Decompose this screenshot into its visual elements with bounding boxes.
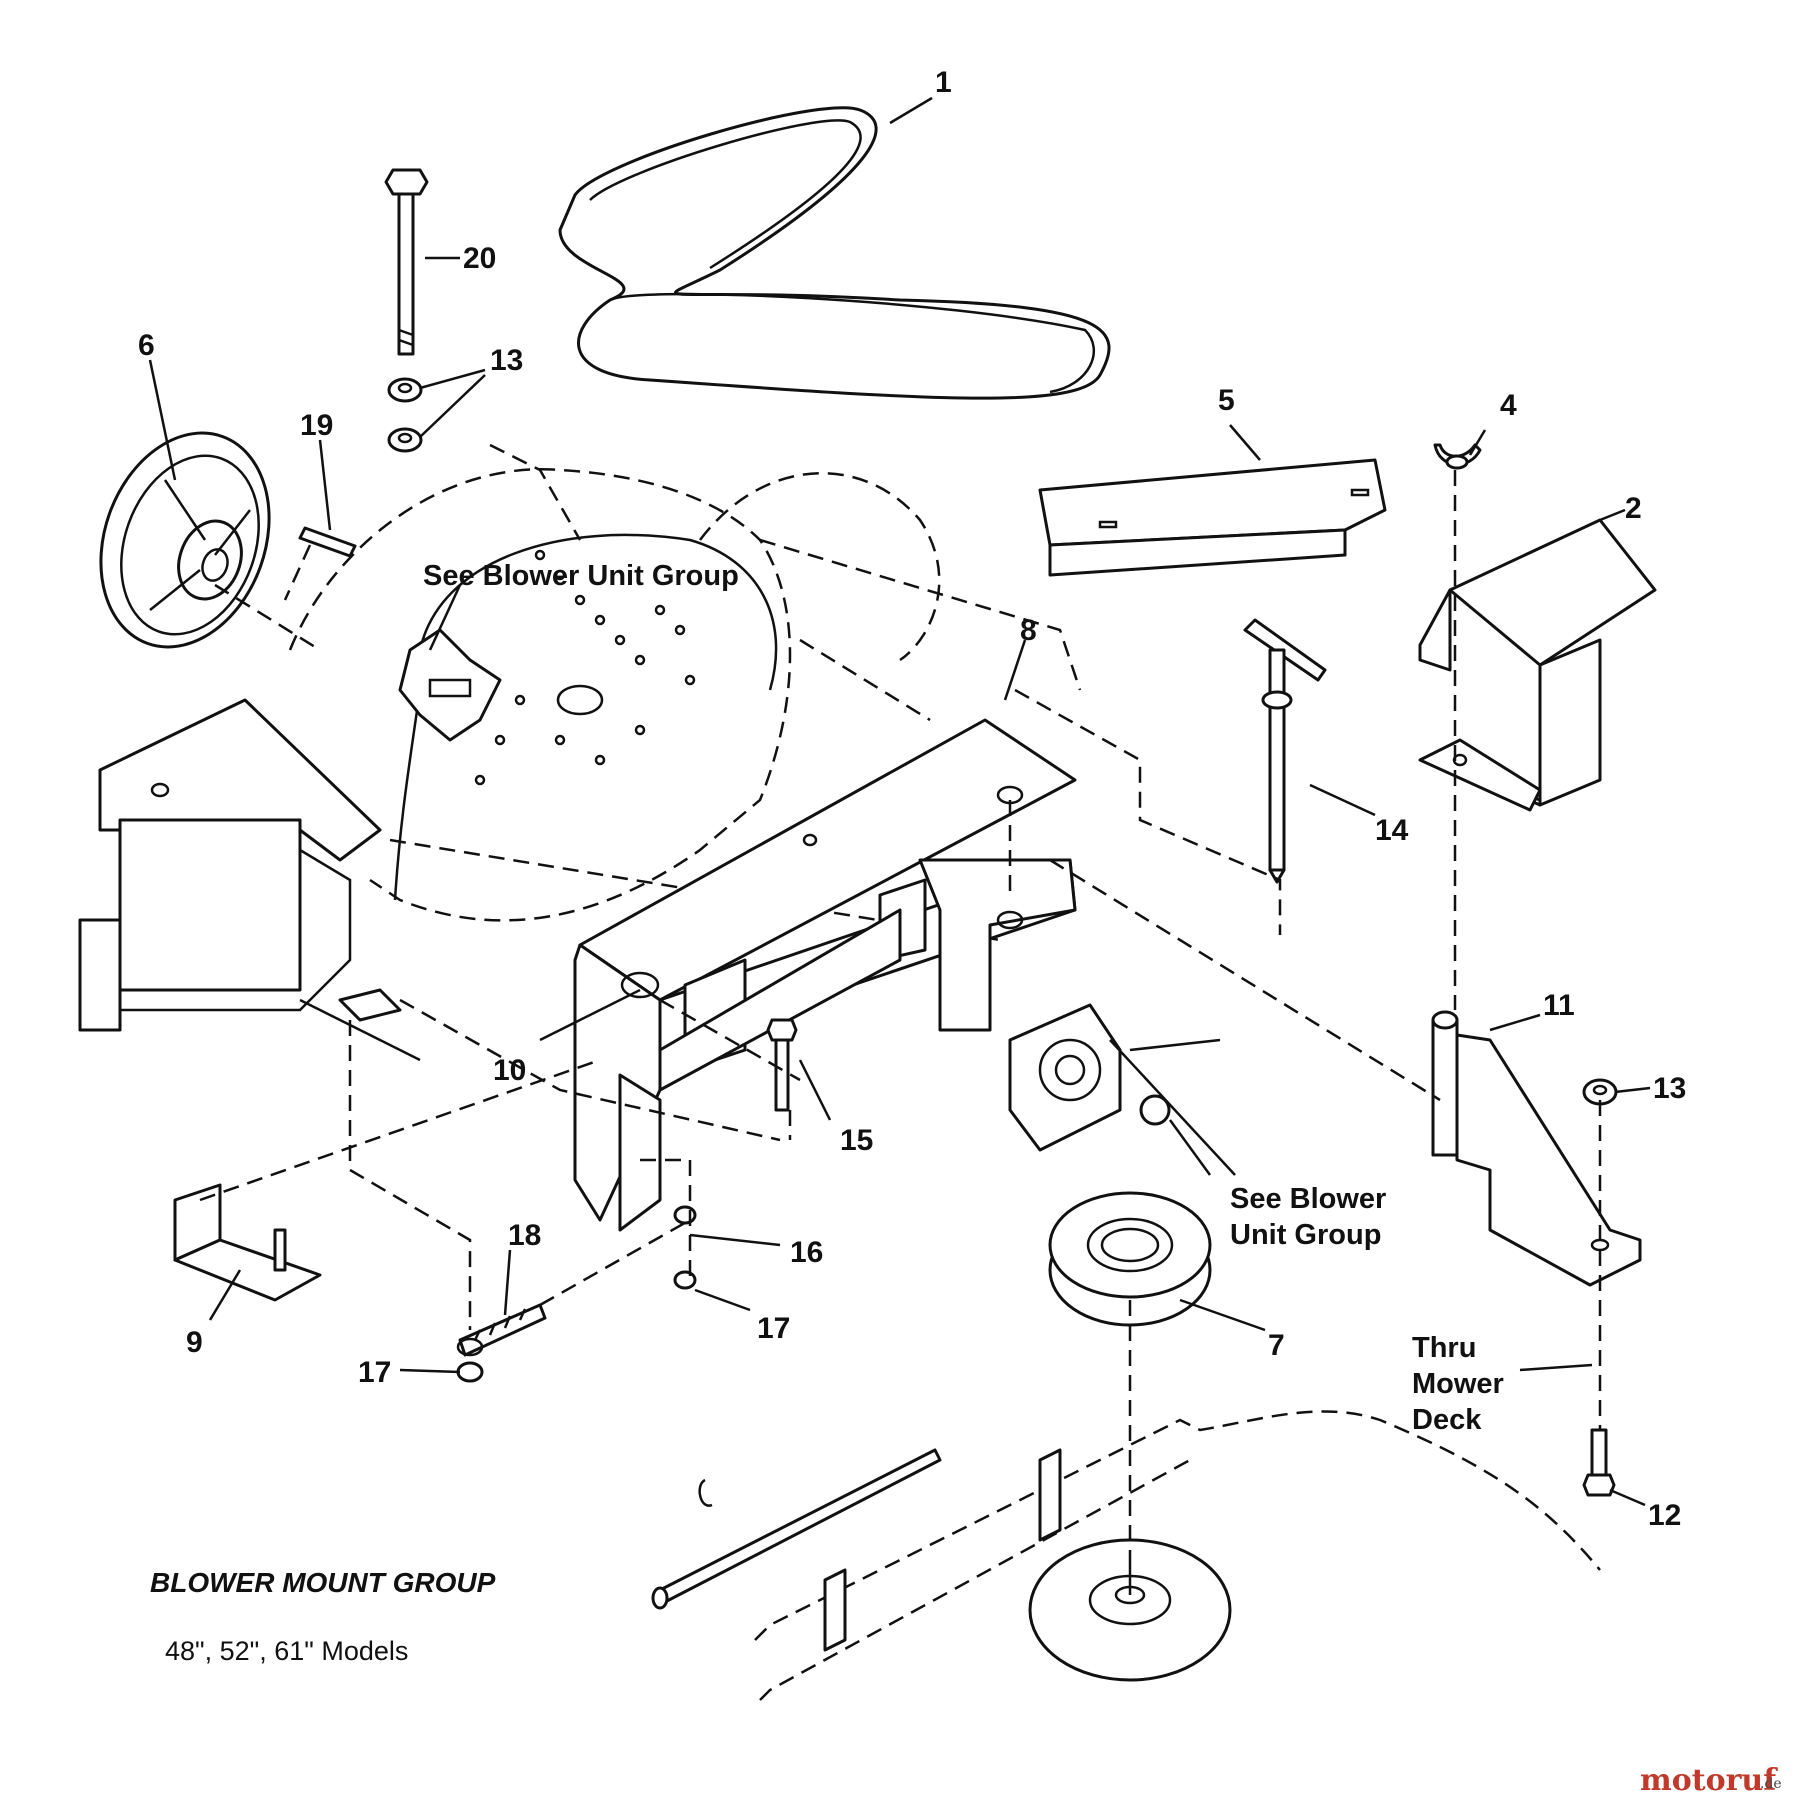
callout-17-left: 17	[358, 1356, 391, 1389]
small-nut-17-right-part	[673, 1270, 697, 1290]
callout-13-right: 13	[1653, 1072, 1686, 1105]
mower-deck-outline	[754, 1410, 1601, 1701]
watermark-suffix: .de	[1760, 1776, 1782, 1792]
callout-5: 5	[1218, 384, 1235, 417]
deck-rod	[651, 1448, 942, 1610]
note-see-blower-unit-top: See Blower Unit Group	[423, 560, 739, 592]
small-nut-16-part	[673, 1205, 697, 1225]
diagram-title: BLOWER MOUNT GROUP	[150, 1567, 496, 1598]
callout-4: 4	[1500, 389, 1517, 422]
shield-bracket-part	[1418, 518, 1657, 812]
t-pin-part	[1243, 618, 1327, 884]
v-belt-part	[558, 106, 1111, 400]
blower-side-housing	[78, 698, 421, 1062]
callout-14: 14	[1375, 814, 1409, 847]
diagram-subtitle: 48", 52", 61" Models	[165, 1636, 408, 1666]
main-frame-bracket-part	[573, 858, 1077, 1232]
spring-part	[456, 1303, 547, 1357]
callout-20: 20	[463, 242, 496, 275]
note-see-blower-line1: See Blower	[1230, 1183, 1386, 1215]
callout-8: 8	[1020, 614, 1037, 647]
idler-arm-part	[1431, 1010, 1642, 1287]
idler-pulley-part	[1048, 1191, 1212, 1327]
callout-15: 15	[840, 1124, 873, 1157]
note-thru-line2: Mower	[1412, 1368, 1504, 1400]
callout-10: 10	[493, 1054, 526, 1087]
wing-nut-part	[1433, 443, 1482, 470]
callout-6: 6	[138, 329, 155, 362]
leader-lines	[148, 96, 1651, 1507]
bolt-15-part	[766, 1018, 798, 1112]
callout-2: 2	[1625, 492, 1642, 525]
small-nut-17-left-part	[456, 1361, 484, 1383]
bolt-12-part	[1582, 1428, 1616, 1497]
bracket-9-part	[173, 1183, 322, 1302]
note-thru-line1: Thru	[1412, 1332, 1476, 1364]
watermark-logo: motoruf .de	[1640, 1763, 1782, 1798]
assembly-lines	[199, 470, 1602, 1560]
blower-bearing	[1008, 1003, 1171, 1152]
cover-5-part	[1038, 458, 1387, 577]
long-bolt-part	[384, 168, 429, 356]
callout-19: 19	[300, 409, 333, 442]
note-see-blower-line2: Unit Group	[1230, 1219, 1381, 1251]
hex-nut-upper-part	[387, 377, 423, 453]
callout-17-right: 17	[757, 1312, 790, 1345]
callout-1: 1	[935, 66, 952, 99]
callout-12: 12	[1648, 1499, 1681, 1532]
callout-16: 16	[790, 1236, 823, 1269]
note-thru-line3: Deck	[1412, 1404, 1482, 1436]
callout-11: 11	[1543, 989, 1575, 1022]
key-part	[298, 526, 357, 558]
blower-hub	[398, 628, 502, 742]
callout-18: 18	[508, 1219, 541, 1252]
callout-9: 9	[186, 1326, 203, 1359]
watermark-brand: motoruf	[1640, 1763, 1778, 1798]
callout-7: 7	[1268, 1329, 1285, 1362]
drive-pulley-part	[99, 431, 271, 649]
callout-13-upper: 13	[490, 344, 523, 377]
